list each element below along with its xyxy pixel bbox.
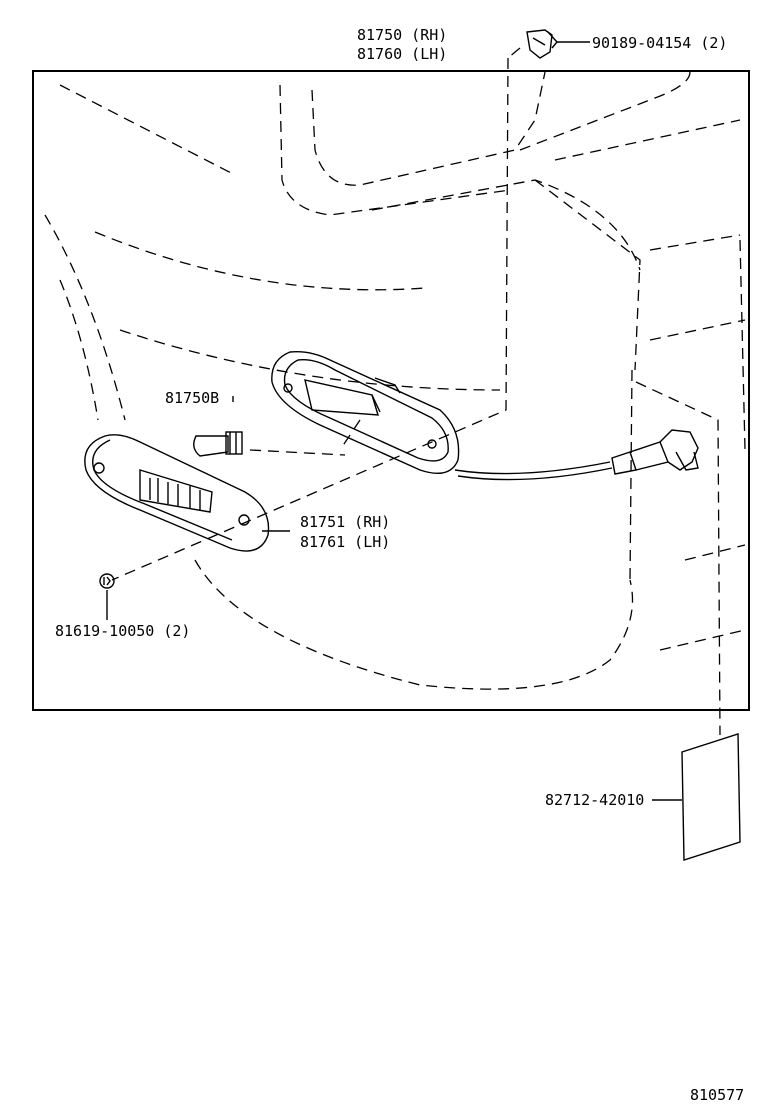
vehicle-body-outline: [44, 71, 746, 690]
label-lens-lh: 81761 (LH): [300, 533, 390, 551]
lamp-lens: [84, 434, 270, 552]
clip-icon: [526, 29, 558, 59]
bulb-icon: [193, 431, 243, 457]
label-housing-lh: 81760 (LH): [357, 45, 447, 63]
label-clip: 90189-04154 (2): [592, 34, 727, 52]
label-screw: 81619-10050 (2): [55, 622, 190, 640]
diagram-number: 810577: [690, 1086, 744, 1104]
leader-lines: [106, 41, 721, 801]
label-plate-icon: [681, 733, 741, 861]
label-bulb: 81750B: [165, 389, 219, 407]
label-housing-rh: 81750 (RH): [357, 26, 447, 44]
label-plate: 82712-42010: [545, 791, 644, 809]
label-lens-rh: 81751 (RH): [300, 513, 390, 531]
lamp-housing: [271, 350, 613, 481]
diagram-frame: [32, 70, 750, 711]
screw-icon: [99, 573, 115, 589]
connector-icon: [611, 429, 699, 475]
